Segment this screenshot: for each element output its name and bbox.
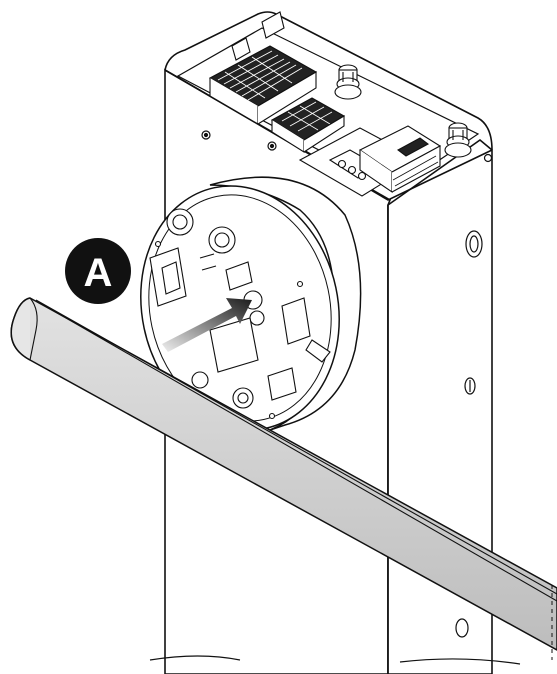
cable-gland-1 <box>334 64 362 100</box>
callout-badge-icon: A <box>65 238 131 304</box>
internal-components <box>208 11 472 197</box>
small-heatsink <box>270 97 346 153</box>
terminal-block <box>358 125 442 194</box>
mounting-rail <box>10 297 557 660</box>
callout-label: A <box>84 251 113 295</box>
cable-gland-2 <box>444 122 472 158</box>
insertion-arrow-icon <box>162 298 252 352</box>
